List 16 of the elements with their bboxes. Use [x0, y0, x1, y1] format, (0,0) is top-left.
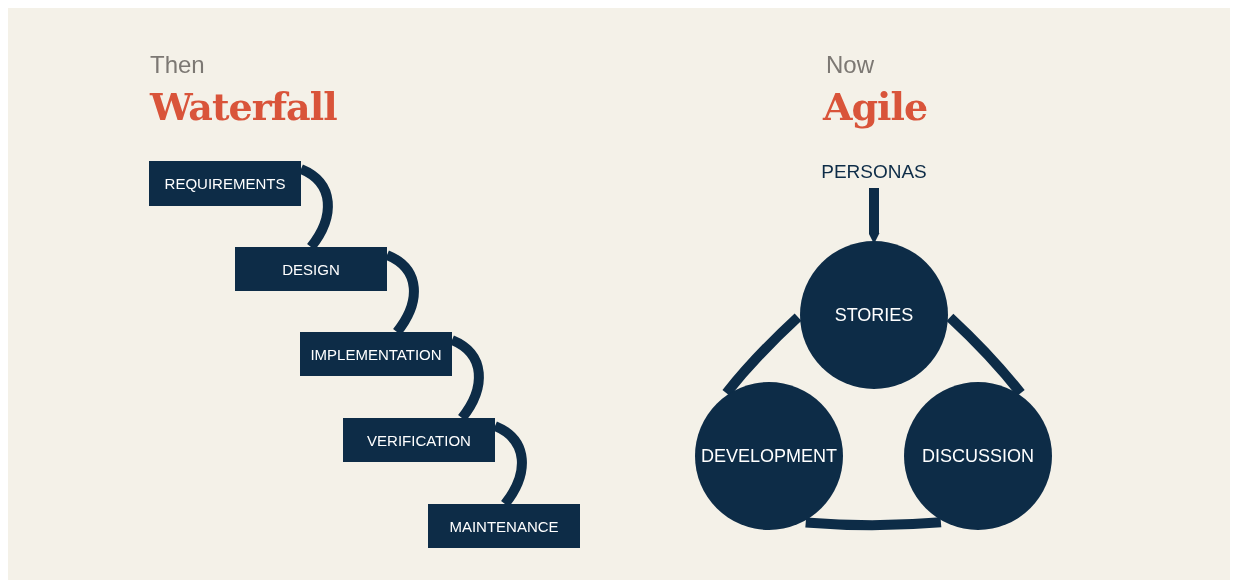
process-box: IMPLEMENTATION	[300, 332, 452, 376]
subheading: Then	[150, 53, 205, 77]
heading: Waterfall	[150, 88, 337, 126]
curved-connector	[805, 517, 942, 531]
arrow	[868, 188, 880, 244]
subheading: Now	[826, 53, 874, 77]
process-circle: DISCUSSION	[904, 382, 1052, 530]
process-box: DESIGN	[235, 247, 387, 291]
input-label: PERSONAS	[814, 158, 934, 186]
curved-connector	[722, 313, 802, 397]
process-box: MAINTENANCE	[428, 504, 580, 548]
process-box: VERIFICATION	[343, 418, 495, 462]
process-circle: DEVELOPMENT	[695, 382, 843, 530]
process-box: REQUIREMENTS	[149, 161, 301, 206]
curved-connector	[946, 313, 1025, 397]
process-circle: STORIES	[800, 241, 948, 389]
